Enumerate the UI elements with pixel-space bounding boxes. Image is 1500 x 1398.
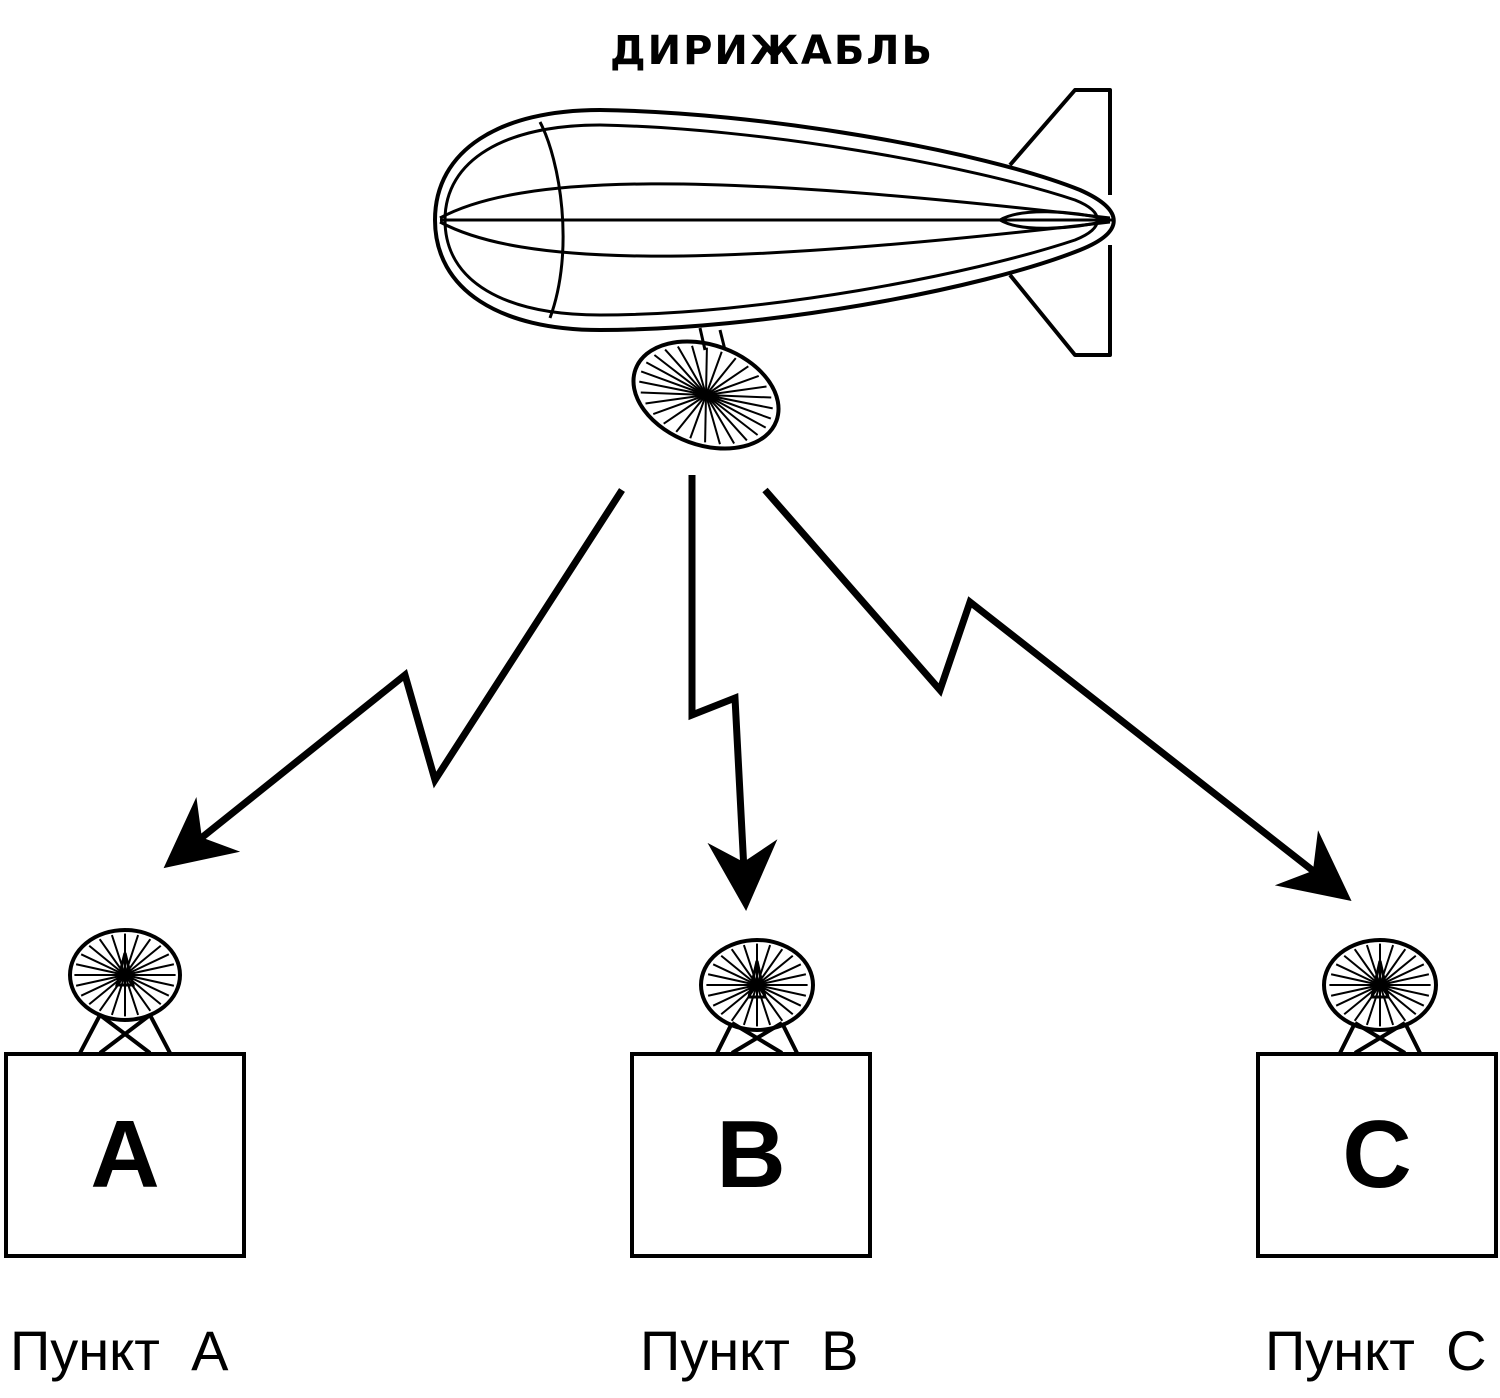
dish-spoke <box>1330 984 1381 997</box>
dish-spoke <box>1379 963 1425 986</box>
dish-spoke <box>705 394 767 429</box>
dish-spoke <box>663 394 707 425</box>
dish-spoke <box>1343 954 1381 986</box>
dish-spoke <box>652 394 707 416</box>
dish-spoke <box>705 394 759 436</box>
dish-spoke <box>98 974 126 1012</box>
dish-spoke <box>705 394 721 445</box>
dish-spoke <box>124 953 170 976</box>
dish-spoke <box>124 974 140 1016</box>
signal-to-a <box>163 488 625 869</box>
dish-spoke <box>705 385 767 396</box>
dish-spoke <box>640 370 707 396</box>
dish-spoke <box>1379 984 1430 997</box>
dish-spoke <box>110 934 126 976</box>
airship-icon <box>433 88 1116 357</box>
dish-spoke <box>639 380 707 396</box>
dish-spoke <box>88 944 126 976</box>
station-letter-b: B <box>716 1101 786 1208</box>
dish-spoke <box>705 347 708 396</box>
dish-spoke <box>707 984 758 997</box>
dish-spoke <box>756 973 807 986</box>
dish-spoke <box>1379 954 1417 986</box>
station-letter-a: A <box>90 1101 160 1208</box>
station-box-a: A <box>4 1052 246 1258</box>
satellite-dish-icon <box>699 938 815 1055</box>
dish-spoke <box>705 394 773 410</box>
dish-spoke <box>645 361 707 396</box>
dish-spoke <box>675 394 707 433</box>
dish-spoke <box>689 394 707 439</box>
dish-spoke <box>124 974 152 1012</box>
dish-spoke <box>124 974 175 987</box>
airship-dish-icon <box>631 339 781 451</box>
dish-spoke <box>704 394 707 443</box>
dish-spoke <box>1379 973 1430 986</box>
station-box-b: B <box>630 1052 872 1258</box>
dish-spoke <box>677 345 707 396</box>
signal-arrow-icon <box>163 475 1352 911</box>
dish-spoke <box>705 394 772 420</box>
signal-to-c <box>762 487 1352 901</box>
dish-spoke <box>1353 984 1381 1022</box>
dish-spoke <box>742 984 758 1026</box>
dish-spoke <box>707 973 758 986</box>
dish-spoke <box>756 944 772 986</box>
dish-spoke <box>705 365 749 396</box>
dish-spoke <box>653 354 707 396</box>
satellite-dish-icon <box>68 928 182 1055</box>
dish-spoke <box>110 974 126 1016</box>
dish-spoke <box>756 963 802 986</box>
airship-label: ДИРИЖАБЛЬ <box>610 28 935 74</box>
dish-spoke <box>705 357 737 396</box>
dish-spoke <box>640 391 707 396</box>
dish-spoke <box>1365 944 1381 986</box>
dish-spoke <box>756 984 772 1026</box>
station-caption-c: Пункт C <box>1265 1319 1487 1382</box>
dish-spoke <box>1365 984 1381 1026</box>
dish-spoke <box>705 394 748 442</box>
station-box-c: C <box>1256 1052 1498 1258</box>
dish-spoke <box>756 984 807 997</box>
dish-spoke <box>124 944 162 976</box>
dish-spoke <box>1379 944 1395 986</box>
dish-spoke <box>75 963 126 976</box>
dish-spoke <box>756 954 794 986</box>
dish-spoke <box>1335 963 1381 986</box>
dish-spoke <box>712 963 758 986</box>
dish-spoke <box>705 394 772 399</box>
station-letter-c: C <box>1342 1101 1412 1208</box>
station-caption-b: Пункт B <box>640 1319 859 1382</box>
dish-spoke <box>75 974 126 987</box>
satellite-dish-icon <box>1322 938 1438 1055</box>
dish-spoke <box>705 374 760 396</box>
dish-spoke <box>1330 973 1381 986</box>
dish-spoke <box>645 394 707 405</box>
dish-spoke <box>730 984 758 1022</box>
station-caption-a: Пункт A <box>10 1319 229 1382</box>
dish-spoke <box>705 394 735 445</box>
dish-spoke <box>1379 984 1395 1026</box>
dish-spoke <box>742 944 758 986</box>
dish-spoke <box>756 984 784 1022</box>
dish-spoke <box>664 348 707 396</box>
dish-spoke <box>80 953 126 976</box>
dish-spoke <box>124 963 175 976</box>
dish-spoke <box>691 345 707 396</box>
dish-spoke <box>720 954 758 986</box>
dish-spoke <box>705 351 723 396</box>
signal-to-b <box>688 475 778 911</box>
dish-spoke <box>124 934 140 976</box>
dish-spoke <box>1379 984 1407 1022</box>
